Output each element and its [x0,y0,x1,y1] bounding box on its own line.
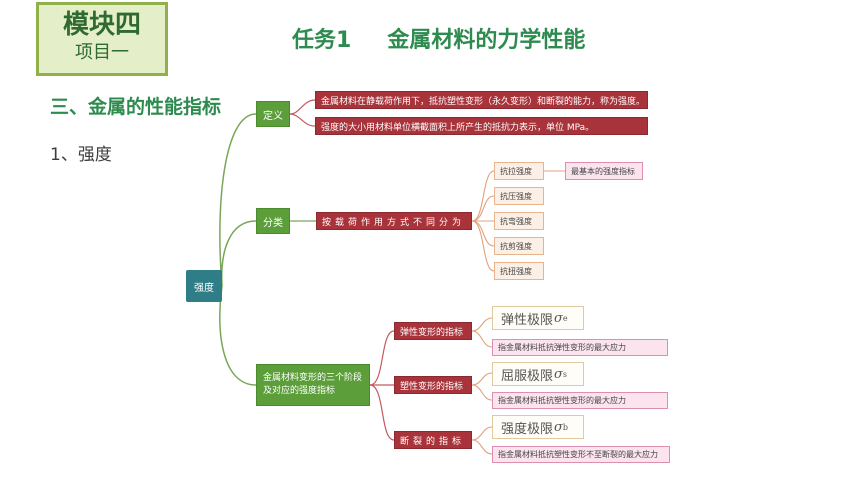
connector-s2-desc [471,384,493,401]
yield-limit-label: 屈服极限 [501,368,554,384]
elastic-limit-symbol: σ [554,310,563,326]
definition-item-2[interactable]: 强度的大小用材料单位横截面积上所产生的抵抗力表示，单位 MPa。 [315,117,648,135]
type-compressive[interactable]: 抗压强度 [494,187,544,205]
connector-def-2 [289,113,316,127]
connector-type-5 [471,220,495,272]
connector-stage-3 [369,384,395,441]
page-title: 任务1 金属材料的力学性能 [292,22,585,54]
type-bending[interactable]: 抗弯强度 [494,212,544,230]
connector-type-1 [471,170,495,222]
elastic-limit-label: 弹性极限 [501,312,554,328]
classification-basis[interactable]: 按载荷作用方式不同分为 [316,212,472,230]
connector-root-stages [219,285,257,386]
stage-elastic[interactable]: 弹性变形的指标 [394,322,472,340]
connector-root-classification [221,220,257,287]
type-tensile[interactable]: 抗拉强度 [494,162,544,180]
strength-limit-subscript: b [562,422,569,432]
section-title: 三、金属的性能指标 [50,96,222,118]
yield-limit-desc[interactable]: 指金属材料抵抗塑性变形的最大应力 [492,392,668,409]
root-node[interactable]: 强度 [186,270,222,302]
module-badge: 模块四 项目一 [36,2,168,76]
connector-stage-1 [369,330,395,386]
task-number: 任务1 [292,28,352,53]
project-label: 项目一 [75,42,129,63]
definition-item-1[interactable]: 金属材料在静载荷作用下，抵抗塑性变形（永久变形）和断裂的能力，称为强度。 [315,91,648,109]
connector-s3-desc [471,439,493,455]
stage-plastic[interactable]: 塑性变形的指标 [394,376,472,394]
yield-limit-symbol: σ [554,366,563,382]
connector-def-1 [289,99,316,115]
definition-node[interactable]: 定义 [256,101,290,127]
type-shear[interactable]: 抗剪强度 [494,237,544,255]
elastic-limit-desc[interactable]: 指金属材料抵抗弹性变形的最大应力 [492,339,668,356]
stages-node[interactable]: 金属材料变形的三个阶段及对应的强度指标 [256,364,370,406]
connector-s1-limit [471,317,493,332]
elastic-limit-subscript: e [562,313,568,323]
type-torsion[interactable]: 抗扭强度 [494,262,544,280]
strength-limit-symbol: σ [554,419,563,435]
stage-fracture[interactable]: 断裂的指标 [394,431,472,449]
strength-limit-desc[interactable]: 指金属材料抵抗塑性变形不至断裂的最大应力 [492,446,670,463]
connector-type-2 [471,195,495,222]
connector-s1-desc [471,330,493,348]
yield-limit-subscript: s [562,369,567,379]
task-title: 金属材料的力学性能 [387,28,586,53]
tensile-note[interactable]: 最基本的强度指标 [565,162,643,180]
module-label: 模块四 [62,10,141,40]
strength-limit-label: 强度极限 [501,421,554,437]
connector-root-definition [219,113,257,287]
connector-s2-limit [471,372,493,386]
connector-s3-limit [471,426,493,441]
sub-title: 1、强度 [50,145,112,165]
classification-node[interactable]: 分类 [256,208,290,234]
